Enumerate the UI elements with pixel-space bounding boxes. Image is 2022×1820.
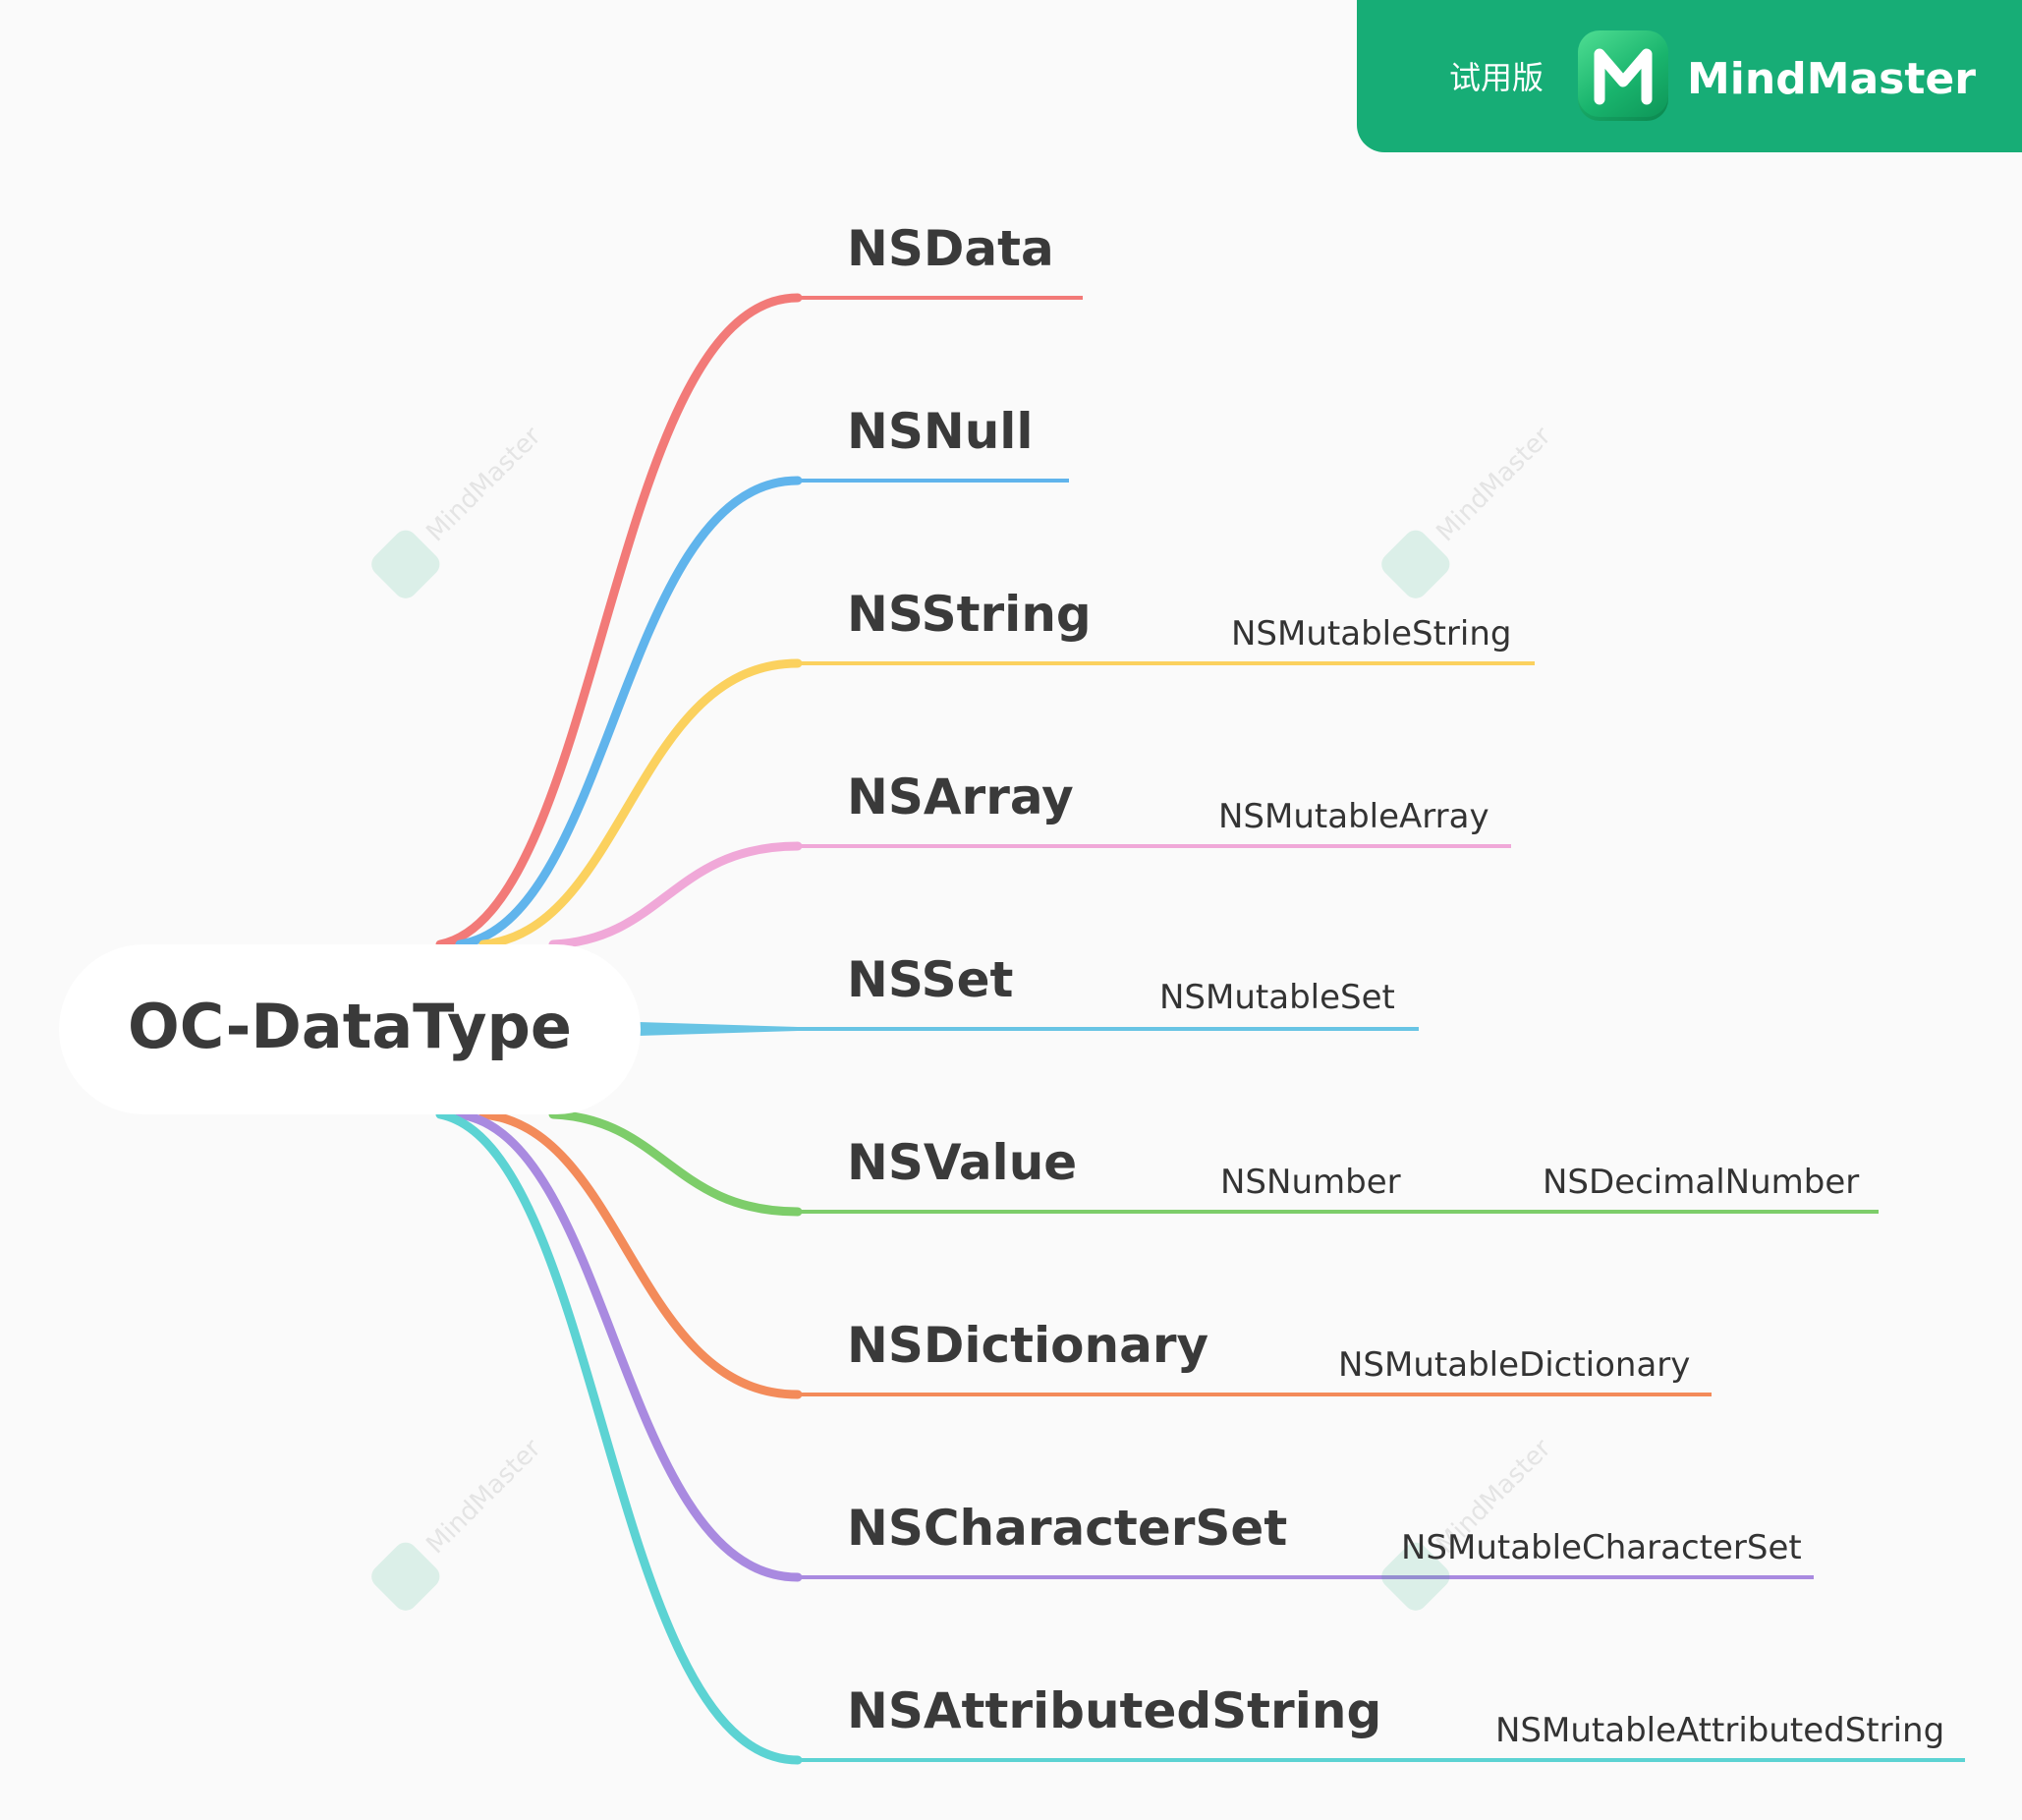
branch-connector — [478, 1109, 803, 1399]
mindmaster-logo-icon — [1578, 30, 1668, 121]
subtopic-nsmutableattributedstring[interactable]: NSMutableAttributedString — [1495, 1711, 1945, 1750]
subtopic-nsdecimalnumber[interactable]: NSDecimalNumber — [1543, 1163, 1860, 1202]
topic-nsarray[interactable]: NSArray — [847, 768, 1074, 825]
topic-nsdata[interactable]: NSData — [847, 220, 1054, 277]
branch-connector — [478, 658, 803, 949]
branch-connector — [435, 293, 803, 949]
topic-nsattributedstring[interactable]: NSAttributedString — [847, 1682, 1382, 1739]
subtopic-nsnumber[interactable]: NSNumber — [1220, 1163, 1401, 1202]
root-topic[interactable]: OC-DataType — [59, 944, 641, 1114]
branch-connector — [548, 1109, 803, 1217]
branch-connector — [435, 1109, 803, 1765]
root-topic-label: OC-DataType — [128, 991, 572, 1062]
branch-connector — [548, 841, 803, 949]
trial-banner[interactable]: 试用版 MindMaster — [1357, 0, 2022, 152]
branch-connector — [639, 1022, 798, 1036]
trial-label: 试用版 — [1449, 59, 1545, 96]
branch-connector — [455, 476, 803, 949]
topic-nsstring[interactable]: NSString — [847, 586, 1092, 643]
subtopic-nsmutableset[interactable]: NSMutableSet — [1159, 978, 1395, 1017]
subtopic-nsmutablecharacterset[interactable]: NSMutableCharacterSet — [1401, 1528, 1802, 1567]
topic-nscharacterset[interactable]: NSCharacterSet — [847, 1500, 1288, 1557]
topic-nsnull[interactable]: NSNull — [847, 403, 1034, 460]
subtopic-nsmutablestring[interactable]: NSMutableString — [1231, 614, 1512, 654]
topic-nsdictionary[interactable]: NSDictionary — [847, 1317, 1209, 1374]
brand-name: MindMaster — [1687, 54, 1976, 104]
subtopic-nsmutablearray[interactable]: NSMutableArray — [1218, 797, 1489, 836]
topic-nsset[interactable]: NSSet — [847, 951, 1014, 1008]
subtopic-nsmutabledictionary[interactable]: NSMutableDictionary — [1338, 1345, 1691, 1385]
topic-nsvalue[interactable]: NSValue — [847, 1134, 1078, 1191]
branch-connector — [455, 1109, 803, 1582]
